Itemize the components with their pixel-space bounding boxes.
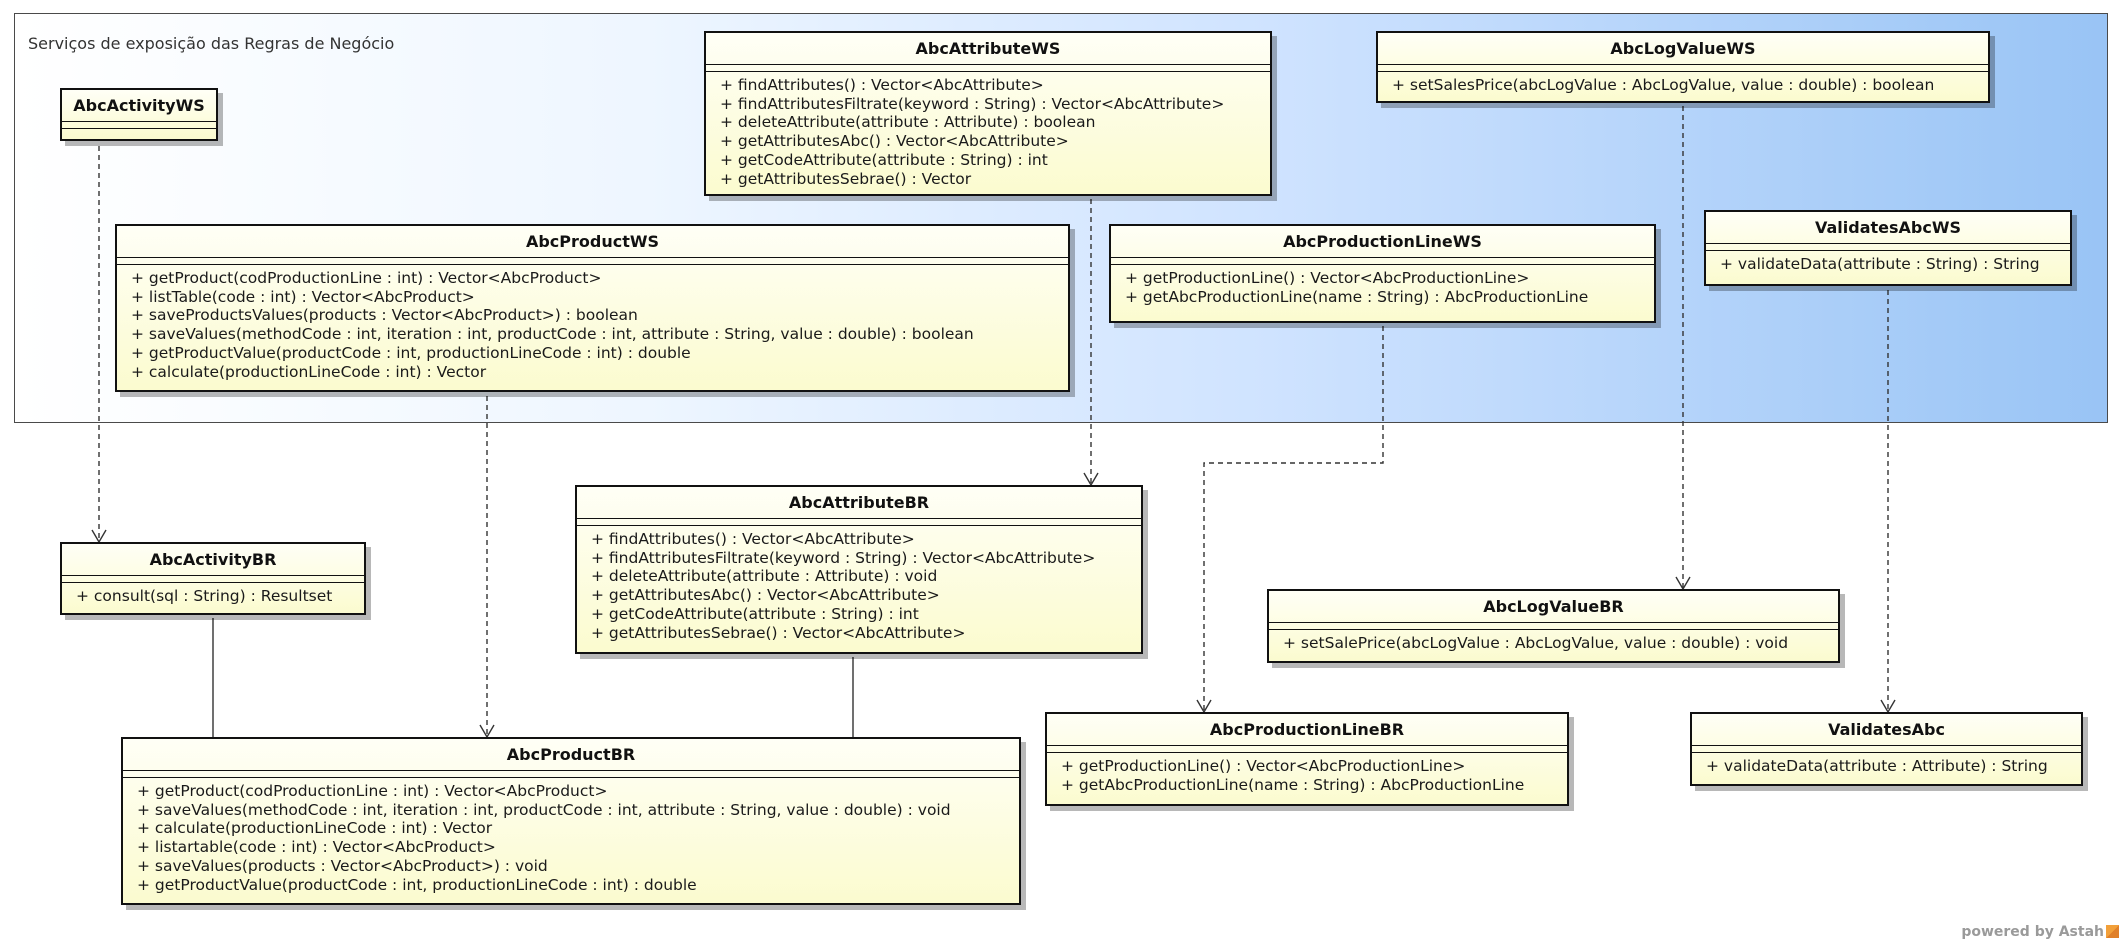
- attributes-compartment: [123, 771, 1019, 778]
- operation: + saveProductsValues(products : Vector<A…: [131, 306, 638, 325]
- class-abcactivityws[interactable]: AbcActivityWS: [60, 88, 218, 141]
- class-abcattributebr[interactable]: AbcAttributeBR + findAttributes() : Vect…: [575, 485, 1143, 654]
- attributes-compartment: [1378, 65, 1988, 72]
- operation: + getAttributesAbc() : Vector<AbcAttribu…: [591, 586, 940, 605]
- astah-logo-icon: [2106, 925, 2119, 938]
- operation: + setSalesPrice(abcLogValue : AbcLogValu…: [1392, 76, 1935, 94]
- class-abcproductws[interactable]: AbcProductWS + getProduct(codProductionL…: [115, 224, 1070, 392]
- class-name: AbcProductionLineBR: [1047, 714, 1567, 746]
- class-name: AbcLogValueBR: [1269, 591, 1838, 623]
- operation: + saveValues(methodCode : int, iteration…: [137, 800, 951, 819]
- operation: + getProduct(codProductionLine : int) : …: [131, 269, 602, 287]
- attributes-compartment: [62, 576, 364, 583]
- class-abcproductionlinebr[interactable]: AbcProductionLineBR + getProductionLine(…: [1045, 712, 1569, 806]
- operation: + getProductValue(productCode : int, pro…: [131, 343, 691, 362]
- operations-compartment: + validateData(attribute : Attribute) : …: [1692, 753, 2081, 776]
- operation: + getProductValue(productCode : int, pro…: [137, 875, 697, 894]
- operation: + validateData(attribute : Attribute) : …: [1706, 757, 2048, 775]
- class-name: AbcAttributeWS: [706, 33, 1270, 65]
- operation: + getCodeAttribute(attribute : String) :…: [591, 604, 919, 623]
- class-validatesabcws[interactable]: ValidatesAbcWS + validateData(attribute …: [1704, 210, 2072, 286]
- class-name: ValidatesAbc: [1692, 714, 2081, 746]
- package-title: Serviços de exposição das Regras de Negó…: [28, 34, 395, 53]
- class-abclogvaluews[interactable]: AbcLogValueWS + setSalesPrice(abcLogValu…: [1376, 31, 1990, 103]
- operation: + getAttributesAbc() : Vector<AbcAttribu…: [720, 132, 1069, 151]
- attributes-compartment: [117, 258, 1068, 265]
- operation: + findAttributes() : Vector<AbcAttribute…: [720, 76, 1044, 94]
- operation: + saveValues(products : Vector<AbcProduc…: [137, 856, 548, 875]
- class-abcproductionlinews[interactable]: AbcProductionLineWS + getProductionLine(…: [1109, 224, 1656, 323]
- operation: + getAttributesSebrae() : Vector<AbcAttr…: [591, 623, 966, 642]
- class-abcproductbr[interactable]: AbcProductBR + getProduct(codProductionL…: [121, 737, 1021, 905]
- operation: + calculate(productionLineCode : int) : …: [137, 819, 493, 838]
- astah-watermark: powered by Astah: [1961, 924, 2119, 940]
- class-name: AbcAttributeBR: [577, 487, 1141, 519]
- watermark-text: powered by Astah: [1961, 924, 2104, 940]
- class-name: AbcProductBR: [123, 739, 1019, 771]
- operation: + consult(sql : String) : Resultset: [76, 587, 333, 605]
- operation: + getAbcProductionLine(name : String) : …: [1125, 287, 1589, 306]
- attributes-compartment: [706, 65, 1270, 72]
- attributes-compartment: [577, 519, 1141, 526]
- class-abclogvaluebr[interactable]: AbcLogValueBR + setSalePrice(abcLogValue…: [1267, 589, 1840, 663]
- operations-compartment: + getProduct(codProductionLine : int) : …: [123, 778, 1019, 894]
- attributes-compartment: [1706, 244, 2070, 251]
- operation: + deleteAttribute(attribute : Attribute)…: [591, 567, 938, 586]
- operation: + listTable(code : int) : Vector<AbcProd…: [131, 287, 475, 306]
- operation: + getProduct(codProductionLine : int) : …: [137, 782, 608, 800]
- operations-compartment: + findAttributes() : Vector<AbcAttribute…: [706, 72, 1270, 188]
- class-name: AbcLogValueWS: [1378, 33, 1988, 65]
- operations-compartment: + findAttributes() : Vector<AbcAttribute…: [577, 526, 1141, 642]
- operation: + getAbcProductionLine(name : String) : …: [1061, 775, 1525, 794]
- class-validatesabc[interactable]: ValidatesAbc + validateData(attribute : …: [1690, 712, 2083, 786]
- class-name: AbcActivityWS: [62, 90, 216, 122]
- operations-compartment: + getProductionLine() : Vector<AbcProduc…: [1047, 753, 1567, 794]
- operations-compartment: [62, 129, 216, 133]
- attributes-compartment: [62, 122, 216, 129]
- operation: + getAttributesSebrae() : Vector: [720, 169, 972, 188]
- operation: + getProductionLine() : Vector<AbcProduc…: [1125, 269, 1530, 287]
- operation: + setSalePrice(abcLogValue : AbcLogValue…: [1283, 634, 1789, 652]
- attributes-compartment: [1269, 623, 1838, 630]
- class-name: AbcProductionLineWS: [1111, 226, 1654, 258]
- operations-compartment: + consult(sql : String) : Resultset: [62, 583, 364, 606]
- operations-compartment: + setSalePrice(abcLogValue : AbcLogValue…: [1269, 630, 1838, 653]
- attributes-compartment: [1692, 746, 2081, 753]
- operation: + findAttributesFiltrate(keyword : Strin…: [720, 94, 1225, 113]
- class-abcattributews[interactable]: AbcAttributeWS + findAttributes() : Vect…: [704, 31, 1272, 196]
- operations-compartment: + validateData(attribute : String) : Str…: [1706, 251, 2070, 274]
- operations-compartment: + getProductionLine() : Vector<AbcProduc…: [1111, 265, 1654, 306]
- operation: + validateData(attribute : String) : Str…: [1720, 255, 2040, 273]
- class-name: AbcProductWS: [117, 226, 1068, 258]
- attributes-compartment: [1111, 258, 1654, 265]
- attributes-compartment: [1047, 746, 1567, 753]
- operation: + getProductionLine() : Vector<AbcProduc…: [1061, 757, 1466, 775]
- operations-compartment: + getProduct(codProductionLine : int) : …: [117, 265, 1068, 381]
- operation: + findAttributesFiltrate(keyword : Strin…: [591, 548, 1096, 567]
- operation: + saveValues(methodCode : int, iteration…: [131, 325, 974, 344]
- class-name: ValidatesAbcWS: [1706, 212, 2070, 244]
- operations-compartment: + setSalesPrice(abcLogValue : AbcLogValu…: [1378, 72, 1988, 95]
- class-name: AbcActivityBR: [62, 544, 364, 576]
- dependency-productionline-line: [1203, 326, 1384, 712]
- class-abcactivitybr[interactable]: AbcActivityBR + consult(sql : String) : …: [60, 542, 366, 615]
- operation: + calculate(productionLineCode : int) : …: [131, 362, 487, 381]
- operation: + deleteAttribute(attribute : Attribute)…: [720, 113, 1096, 132]
- operation: + getCodeAttribute(attribute : String) :…: [720, 150, 1048, 169]
- operation: + findAttributes() : Vector<AbcAttribute…: [591, 530, 915, 548]
- operation: + listartable(code : int) : Vector<AbcPr…: [137, 838, 496, 857]
